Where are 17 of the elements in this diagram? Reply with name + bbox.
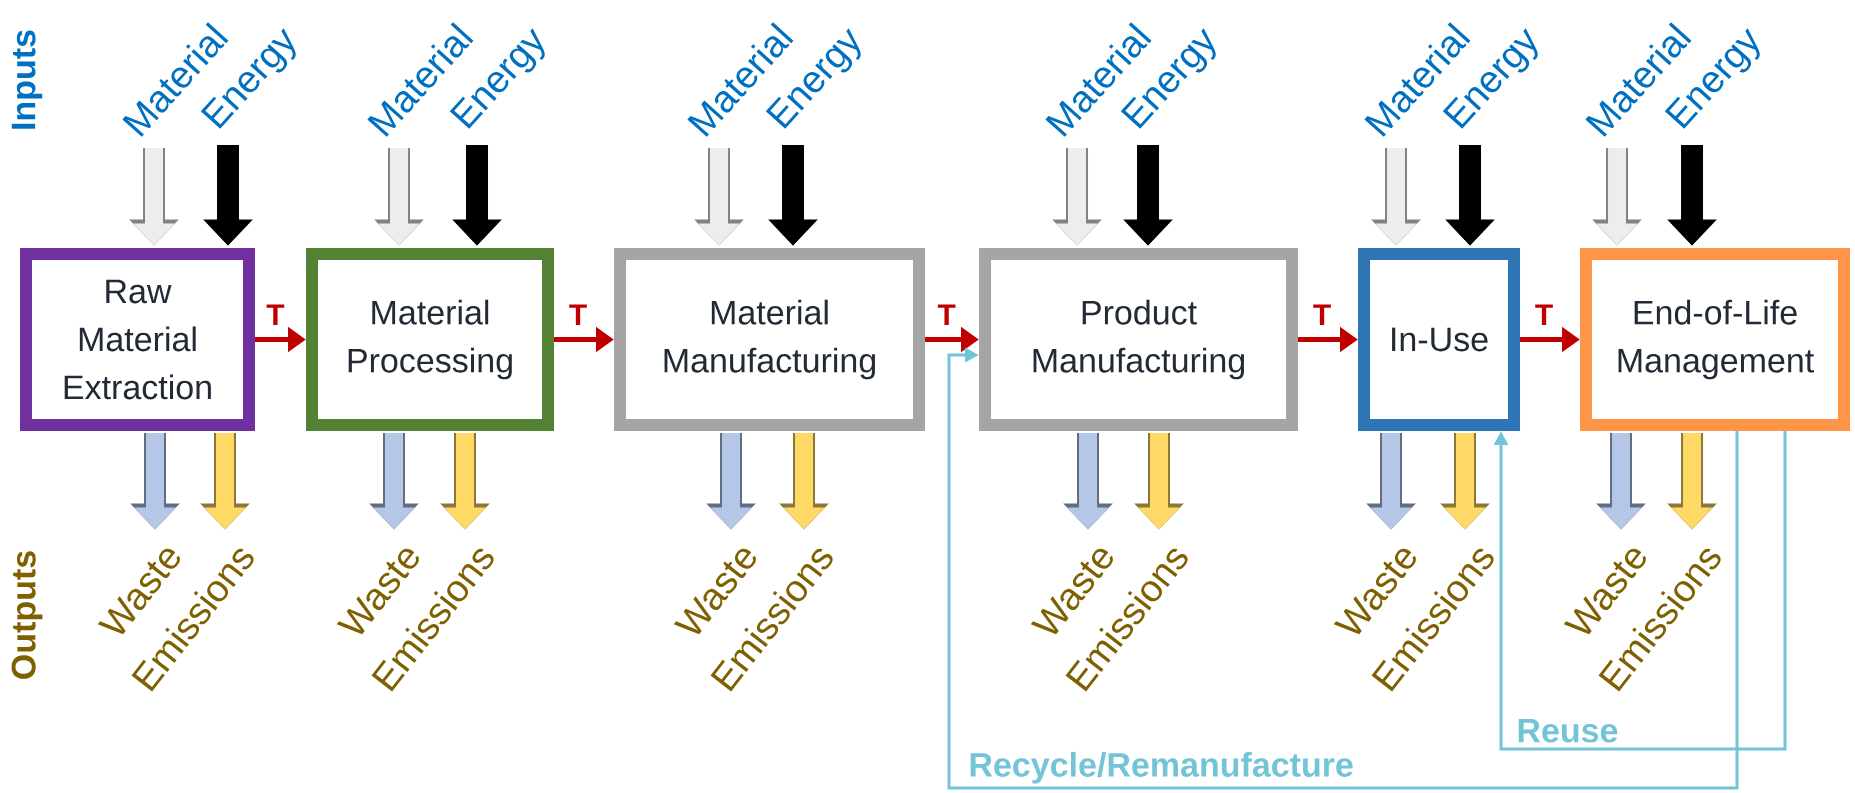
edge-label: T <box>1310 302 1334 328</box>
process-box: Material Processing <box>306 248 554 431</box>
process-box: Raw Material Extraction <box>20 248 255 431</box>
edge-label: Recycle/Remanufacture <box>966 749 1356 786</box>
process-box: Material Manufacturing <box>614 248 925 431</box>
edge-label: T <box>935 302 958 328</box>
edge-label: T <box>264 302 287 328</box>
side-heading: Outputs <box>11 551 43 679</box>
process-box: In-Use <box>1358 248 1520 431</box>
process-box: End-of-Life Management <box>1580 248 1850 431</box>
side-heading: Inputs <box>11 30 43 129</box>
process-box: Product Manufacturing <box>979 248 1298 431</box>
edge-label: Reuse <box>1514 716 1621 745</box>
feedback-arrow <box>947 347 1739 790</box>
feedback-arrow <box>1493 431 1787 751</box>
edge-label: T <box>1532 302 1556 328</box>
edge-label: T <box>566 302 590 328</box>
